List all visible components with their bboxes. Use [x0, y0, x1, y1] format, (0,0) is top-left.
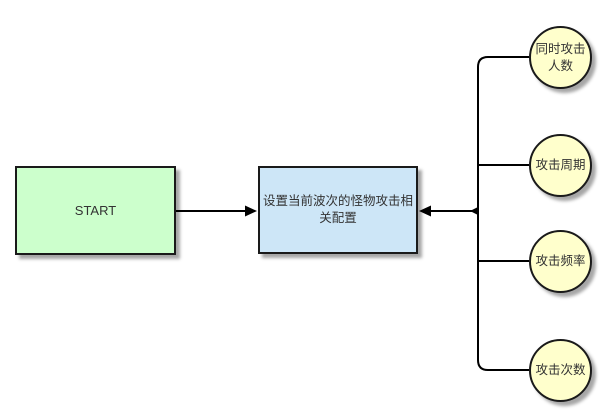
- param-label-attack-count: 攻击次数: [535, 363, 586, 378]
- param-circle-attack-count[interactable]: 攻击次数: [529, 339, 592, 402]
- start-node[interactable]: START: [15, 166, 176, 255]
- trunk-line: [477, 56, 529, 371]
- arrowhead-at-junction: [470, 207, 478, 215]
- param-label-attack-frequency: 攻击频率: [535, 254, 586, 269]
- arrowhead-into-config-left: [245, 205, 257, 217]
- config-node[interactable]: 设置当前波次的怪物攻击相关配置: [258, 166, 418, 254]
- start-label: START: [74, 203, 117, 218]
- param-circle-attack-frequency[interactable]: 攻击频率: [529, 230, 592, 293]
- param-label-attack-cycle: 攻击周期: [535, 158, 586, 173]
- param-label-simultaneous-attack-count: 同时攻击人数: [535, 42, 586, 73]
- config-label: 设置当前波次的怪物攻击相关配置: [262, 193, 413, 226]
- arrowhead-into-config-right: [419, 205, 431, 217]
- param-circle-simultaneous-attack-count[interactable]: 同时攻击人数: [529, 26, 592, 89]
- param-circle-attack-cycle[interactable]: 攻击周期: [529, 134, 592, 197]
